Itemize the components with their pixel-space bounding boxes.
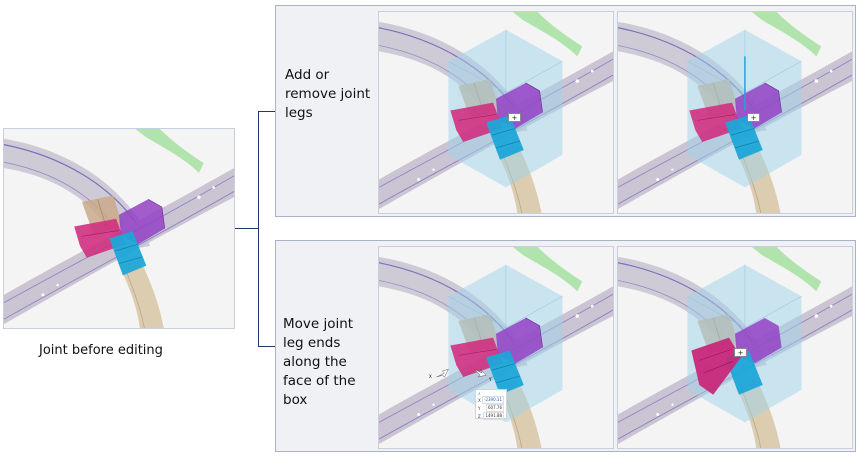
z-label: Z [478,413,481,419]
move-handle-icon[interactable]: + [508,113,521,122]
y-value-field[interactable]: 607.76 [486,404,504,412]
x-label: X [478,397,481,403]
joint-scene [379,247,613,448]
axis-x-label: X [429,374,432,379]
panel-joint-with-box: + [378,11,614,214]
connector-horizontal [235,228,258,229]
axis-triad-icon: ⅄ [478,390,481,396]
drag-arrow-y-icon [474,368,487,378]
axis-y-label: Y [489,377,492,382]
move-handle-icon[interactable]: + [734,348,747,357]
move-handle-icon[interactable]: + [747,113,760,122]
y-label: Y [478,405,481,411]
panel-joint-leg-moved: + [617,246,853,449]
before-caption: Joint before editing [39,343,163,358]
z-value-field[interactable]: 1491.88 [483,412,504,420]
moved-leg [691,337,741,395]
joint-before-editing-image [3,128,235,329]
connector-vertical [258,111,259,347]
joint-scene [4,129,234,328]
joint-scene [379,12,613,213]
connector-top-branch [258,111,275,112]
panel-joint-with-added-leg: + [617,11,853,214]
step-label: Add or remove joint legs [285,67,371,121]
connector-bottom-branch [258,346,275,347]
joint-scene [618,12,852,213]
x-value-field[interactable]: -2390.11 [482,396,504,404]
drag-arrow-x-icon [436,368,449,378]
step-label: Move joint leg ends along the face of th… [283,316,356,408]
